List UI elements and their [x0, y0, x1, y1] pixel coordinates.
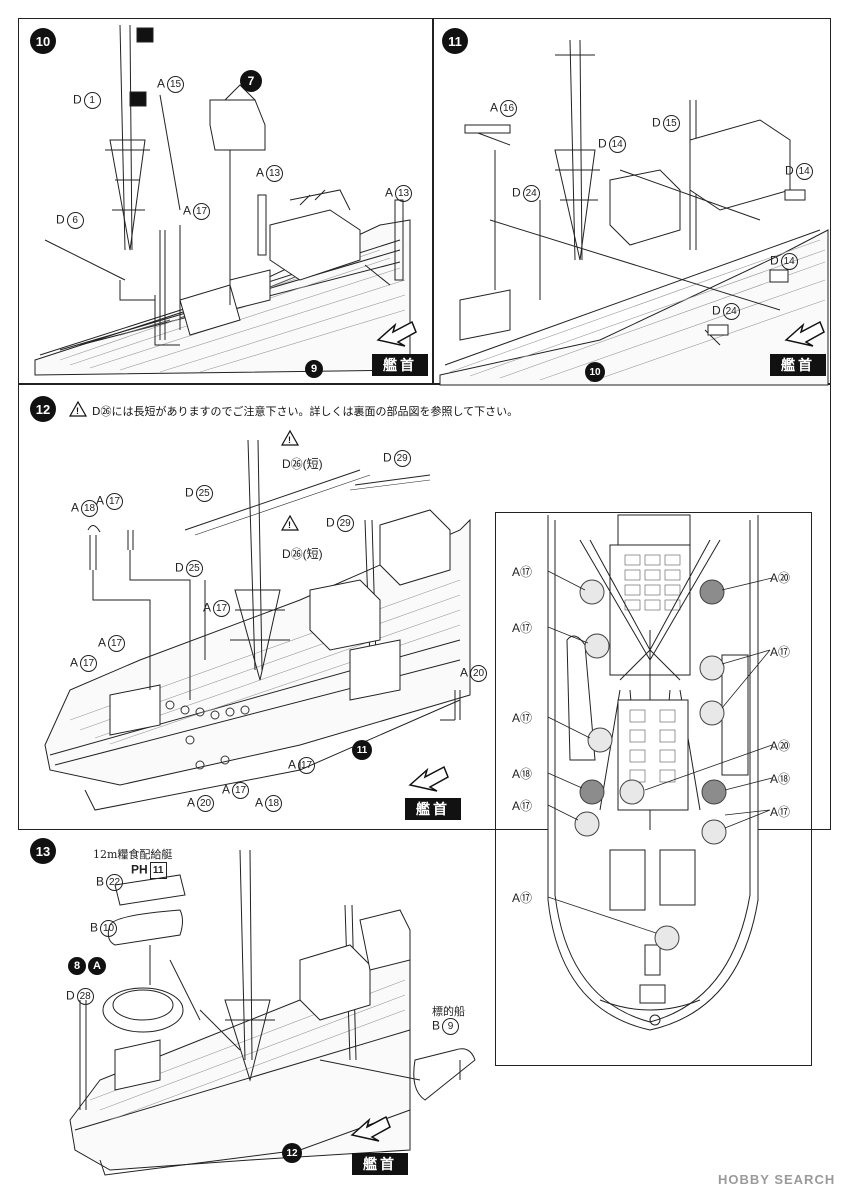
ref-step-10-badge: 10: [585, 362, 605, 382]
svg-text:!: !: [288, 435, 291, 445]
topview-left-label-2: A⑰: [512, 621, 533, 635]
bow-label-step11: 艦首: [770, 354, 826, 376]
ref-part-a-badge: A: [88, 957, 106, 975]
step-10-badge: 10: [30, 28, 56, 54]
topview-right-label-1: A⑳: [770, 571, 791, 585]
target-boat-title: 標的船: [432, 1005, 465, 1018]
svg-text:!: !: [76, 406, 79, 416]
panel-step12: [18, 383, 831, 830]
step-11-badge: 11: [442, 28, 468, 54]
step-13-badge: 13: [30, 838, 56, 864]
ref-step-8-badge: 8: [68, 957, 86, 975]
topview-right-label-4: A⑱: [770, 772, 791, 786]
topview-left-label-5: A⑰: [512, 799, 533, 813]
ref-step-9-badge: 9: [305, 360, 323, 378]
topview-left-label-1: A⑰: [512, 565, 533, 579]
bow-label-step10: 艦首: [372, 354, 428, 376]
ref-step-11-badge: 11: [352, 740, 372, 760]
panel-top-view: [495, 512, 812, 1066]
ref-step-7-badge: 7: [240, 70, 262, 92]
warning-note: D㉖には長短がありますのでご注意下さい。詳しくは裏面の部品図を参照して下さい。: [92, 405, 519, 418]
label-d26-short-2: D㉖(短): [282, 547, 323, 561]
watermark: HOBBY SEARCH: [718, 1172, 836, 1187]
topview-right-label-2: A⑰: [770, 645, 791, 659]
svg-text:!: !: [288, 520, 291, 530]
bow-label-step13: 艦首: [352, 1153, 408, 1175]
topview-right-label-5: A⑰: [770, 805, 791, 819]
topview-right-label-3: A⑳: [770, 739, 791, 753]
panel-step10: [18, 18, 434, 385]
topview-left-label-6: A⑰: [512, 891, 533, 905]
ref-step-12-badge: 12: [282, 1143, 302, 1163]
label-d26-short-1: D㉖(短): [282, 457, 323, 471]
bow-label-step12: 艦首: [405, 798, 461, 820]
topview-left-label-4: A⑱: [512, 767, 533, 781]
step-12-badge: 12: [30, 396, 56, 422]
topview-left-label-3: A⑰: [512, 711, 533, 725]
boat-title: 12m糧食配給艇: [93, 848, 173, 861]
